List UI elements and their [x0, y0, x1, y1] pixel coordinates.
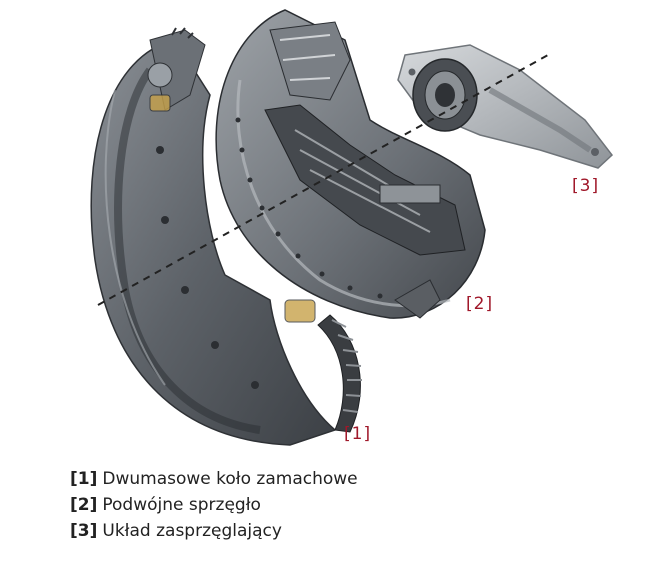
legend: [1]Dwumasowe koło zamachowe [2]Podwójne … — [70, 466, 358, 544]
callout-label-2: [2] — [466, 294, 494, 314]
clutch-release-system — [397, 44, 614, 169]
callout-label-1: [1] — [344, 424, 372, 444]
legend-tag: [1] — [70, 469, 98, 489]
legend-text: Podwójne sprzęgło — [102, 495, 261, 515]
legend-item-2: [2]Podwójne sprzęgło — [70, 492, 358, 518]
legend-tag: [2] — [70, 495, 98, 515]
legend-text: Dwumasowe koło zamachowe — [102, 469, 358, 489]
dual-mass-flywheel — [90, 27, 362, 446]
legend-item-3: [3]Układ zasprzęglający — [70, 518, 358, 544]
callout-label-3: [3] — [572, 176, 600, 196]
legend-tag: [3] — [70, 521, 98, 541]
legend-item-1: [1]Dwumasowe koło zamachowe — [70, 466, 358, 492]
legend-text: Układ zasprzęglający — [102, 521, 282, 541]
exploded-clutch-illustration — [90, 9, 614, 446]
